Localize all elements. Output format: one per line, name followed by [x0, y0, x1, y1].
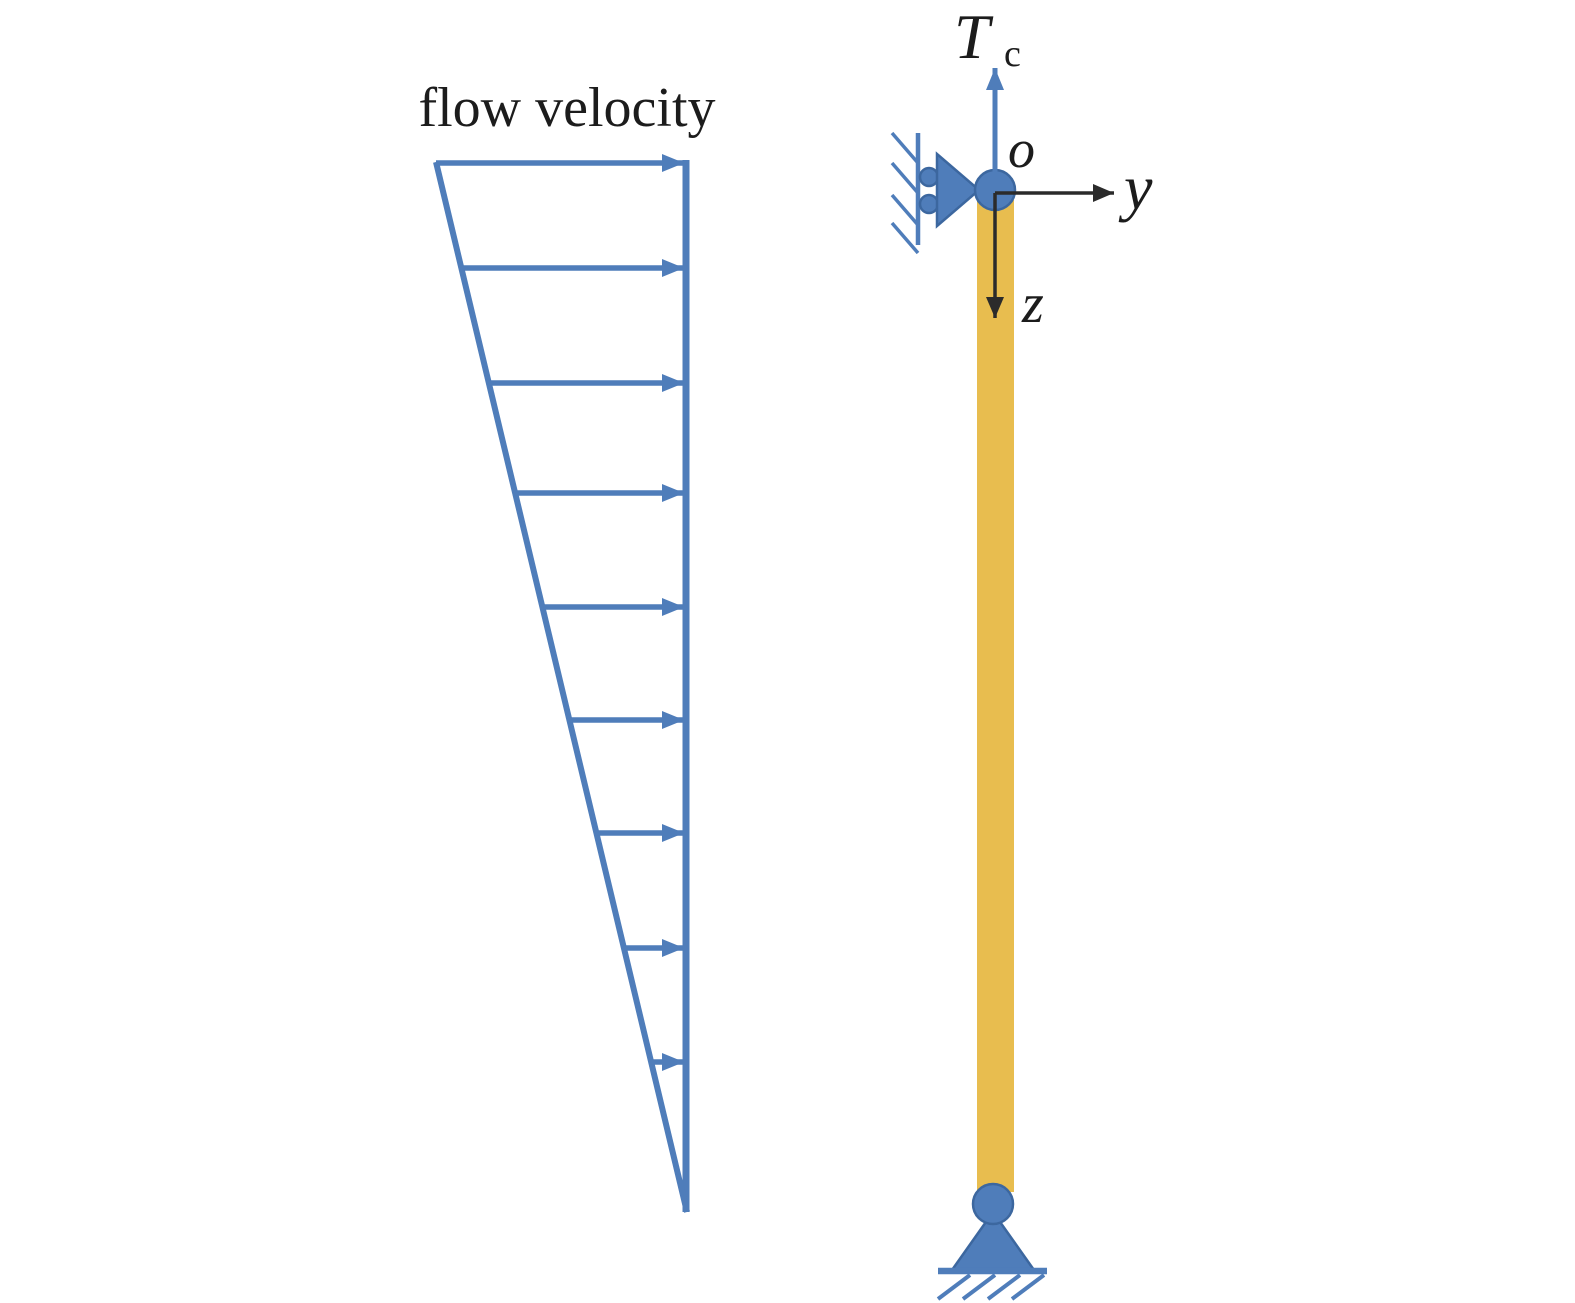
ground-hatching: [936, 1273, 1046, 1301]
wall-hatching: [890, 131, 920, 255]
flow-velocity-profile: flow velocity: [418, 77, 716, 1213]
beam: [977, 200, 1014, 1192]
pin-support: [936, 1182, 1047, 1301]
roller-circle-top: [918, 166, 940, 188]
tension-label: T: [954, 1, 994, 72]
pin-hinge-circle: [971, 1182, 1015, 1226]
flow-velocity-label: flow velocity: [418, 77, 715, 139]
roller-circle-bottom: [918, 193, 940, 215]
tension-force: T c: [954, 1, 1021, 172]
origin-label: o: [1008, 119, 1035, 179]
z-axis-label: z: [1021, 273, 1044, 335]
tension-subscript: c: [1004, 33, 1021, 75]
profile-diagonal-line: [433, 161, 690, 1213]
y-axis-label: y: [1118, 152, 1153, 223]
coordinate-axes: o y z: [986, 119, 1153, 335]
velocity-arrows: [436, 154, 684, 1071]
roller-triangle: [935, 151, 981, 229]
roller-support: [890, 131, 1017, 255]
